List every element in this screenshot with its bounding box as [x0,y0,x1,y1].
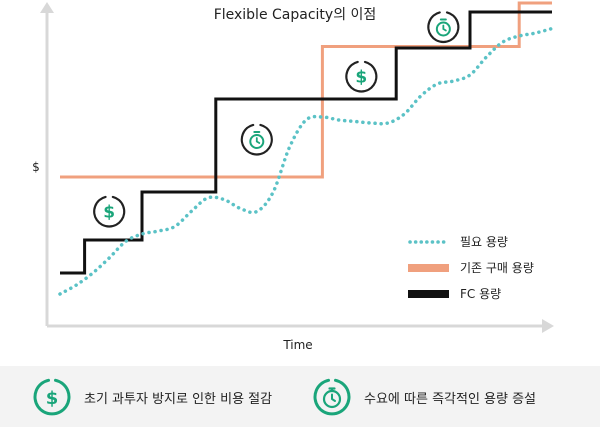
marker-layer: $$ [92,10,461,229]
stopwatch-icon [426,10,461,44]
x-axis-arrow [542,319,554,333]
legend-item-traditional: 기존 구매 용량 [408,261,534,275]
stopwatch-icon [313,378,351,416]
legend-item-required: 필요 용량 [408,235,508,249]
chart-title: Flexible Capacity의 이점 [214,7,377,23]
series-line-required [58,26,554,296]
svg-text:$: $ [46,388,59,409]
chart: Flexible Capacity의 이점 $ Time $$ 필요 용량 기존… [32,1,554,352]
x-axis-label: Time [282,338,312,352]
benefit-instant-capacity-label: 수요에 따른 즉각적인 용량 증설 [364,391,537,407]
legend-label-fc: FC 용량 [460,287,501,301]
y-axis-arrow [40,2,54,13]
svg-text:$: $ [355,68,367,88]
series-line-traditional [60,1,552,179]
dollar-icon: $ [92,194,127,229]
legend-label-required: 필요 용량 [460,235,508,249]
benefit-instant-capacity: 수요에 따른 즉각적인 용량 증설 [312,377,536,417]
legend-item-fc: FC 용량 [408,287,501,301]
legend-label-traditional: 기존 구매 용량 [460,261,534,275]
benefit-cost-saving-label: 초기 과투자 방지로 인한 비용 절감 [84,391,273,407]
series-layer [58,1,554,296]
benefit-cost-saving: $ 초기 과투자 방지로 인한 비용 절감 [32,377,272,417]
stopwatch-icon [239,122,274,157]
series-line-fc [60,10,552,275]
benefits-bar: $ 초기 과투자 방지로 인한 비용 절감 수요에 따른 즉각적인 용량 증설 [0,366,600,427]
y-axis-label: $ [32,160,40,174]
svg-text:$: $ [103,203,115,223]
dollar-icon: $ [344,59,379,94]
dollar-icon: $ [33,378,71,416]
legend: 필요 용량 기존 구매 용량 FC 용량 [408,235,534,301]
